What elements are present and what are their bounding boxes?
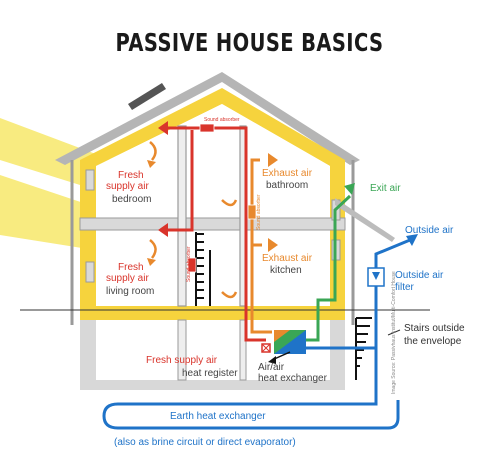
earth-heat-exchanger-label: Earth heat exchanger: [170, 411, 266, 422]
bathroom-label: bathroom: [266, 180, 309, 191]
page-title: PASSIVE HOUSE BASICS: [115, 28, 384, 57]
heat-register-label: heat register: [182, 368, 238, 379]
fresh-supply-air-label: Fresh supply air: [106, 170, 149, 192]
filter-label-line1: Outside air: [395, 270, 444, 281]
outside-air-filter-label: Outside air filter: [395, 270, 443, 294]
stairs-outside-label: Stairs outside the envelope: [404, 322, 465, 348]
fresh-label-line1: Fresh: [118, 170, 144, 181]
exit-air-label: Exit air: [370, 183, 401, 194]
sound-absorber-label-3: Sound absorber: [256, 194, 262, 230]
fresh-label-2-line1: Fresh: [118, 262, 144, 273]
air-air-line1: Air/air: [258, 362, 285, 373]
fresh-supply-air-ground-label: Fresh supply air: [146, 355, 218, 366]
exhaust-air-label: Exhaust air: [262, 168, 313, 179]
stairs-label-line1: Stairs outside: [404, 323, 465, 334]
filter-label-line2: filter: [395, 282, 414, 293]
outside-air-label: Outside air: [405, 225, 454, 236]
fresh-label-2-line2: supply air: [106, 273, 149, 284]
exhaust-air-label-2: Exhaust air: [262, 253, 313, 264]
sound-absorber-label-2: Sound absorber: [186, 246, 192, 282]
solar-panel: [128, 83, 166, 110]
brine-note-label: (also as brine circuit or direct evapora…: [114, 437, 296, 448]
image-source-label: Image Source: Passivhaus Institut/Multi-…: [391, 271, 397, 394]
heat-exchanger: [274, 330, 306, 354]
kitchen-label: kitchen: [270, 265, 302, 276]
stairs-label-line2: the envelope: [404, 336, 462, 347]
living-room-label: living room: [106, 286, 155, 297]
air-air-line2: heat exchanger: [258, 373, 327, 384]
sound-absorber-label-1: Sound absorber: [204, 117, 240, 123]
fresh-supply-air-label-2: Fresh supply air: [106, 262, 149, 284]
exhaust-air-duct: [250, 158, 272, 334]
bedroom-label: bedroom: [112, 194, 152, 205]
fresh-label-line2: supply air: [106, 181, 149, 192]
heat-exchanger-label: Air/air heat exchanger: [258, 362, 327, 384]
basement: [80, 319, 345, 390]
exit-air-duct: [282, 194, 352, 342]
